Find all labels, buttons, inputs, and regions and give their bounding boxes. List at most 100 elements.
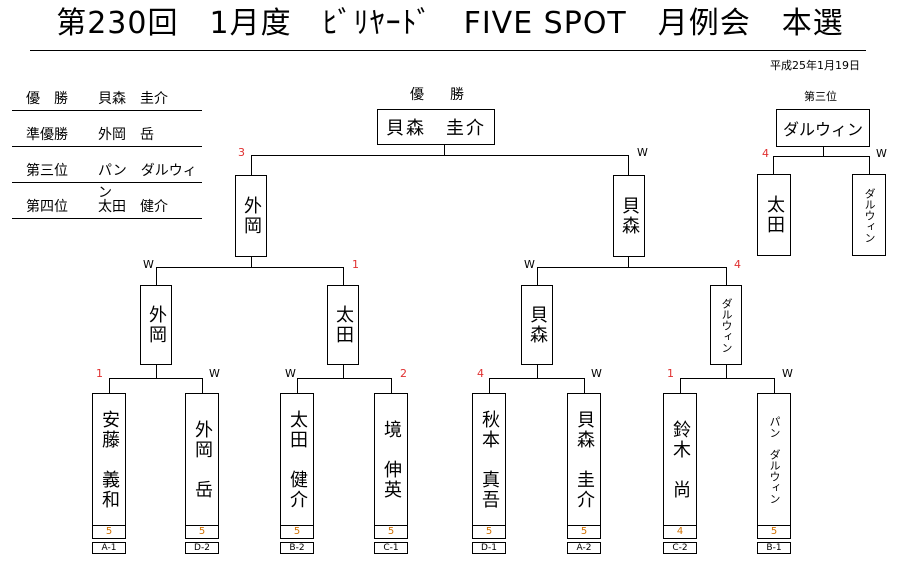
bracket-line — [109, 378, 203, 379]
finalist-right: 貝森 — [613, 175, 645, 257]
bracket-line — [537, 267, 727, 268]
bracket-line — [297, 378, 392, 379]
player-box: 貝森 圭介 — [567, 393, 601, 526]
result-value: パン ダルウィン — [98, 163, 197, 201]
bracket-line — [297, 378, 298, 393]
bracket-line — [726, 365, 727, 379]
result-label: 優 勝 — [26, 91, 68, 107]
bracket-line — [823, 147, 824, 157]
bracket-line — [156, 267, 344, 268]
semifinalist: ダルウィン — [710, 285, 742, 365]
seed-label: 5 — [185, 526, 219, 539]
bracket-line — [489, 378, 585, 379]
seed-label: 5 — [567, 526, 601, 539]
bracket-line — [251, 155, 252, 175]
win-mark: W — [285, 367, 296, 380]
bracket-line — [109, 378, 110, 393]
third-place-winner-box: ダルウィン — [776, 109, 870, 147]
win-mark: W — [876, 147, 887, 160]
score-mark: 1 — [96, 367, 103, 380]
score-mark: 4 — [734, 258, 741, 271]
draw-code: A-1 — [92, 542, 126, 554]
bracket-line — [628, 155, 629, 175]
result-label: 第四位 — [26, 199, 68, 215]
bracket-line — [773, 156, 774, 174]
result-label: 第三位 — [26, 163, 68, 179]
draw-code: D-1 — [472, 542, 506, 554]
semifinalist: 太田 — [327, 285, 359, 365]
third-place-header: 第三位 — [804, 90, 837, 103]
bracket-line — [343, 267, 344, 285]
result-row-third: 第三位 パン ダルウィン — [12, 160, 202, 201]
seed-label: 5 — [92, 526, 126, 539]
win-mark: W — [637, 146, 648, 159]
result-label: 準優勝 — [26, 127, 68, 143]
event-date: 平成25年1月19日 — [770, 59, 860, 72]
bracket-line — [680, 378, 775, 379]
bracket-line — [537, 267, 538, 285]
bracket-line — [869, 156, 870, 174]
semifinalist: 外岡 — [140, 285, 172, 365]
seed-label: 5 — [280, 526, 314, 539]
draw-code: A-2 — [567, 542, 601, 554]
finalist-left: 外岡 — [235, 175, 267, 257]
result-value: 太田 健介 — [98, 199, 168, 215]
bracket-line — [774, 378, 775, 393]
bracket-line — [251, 155, 629, 156]
champion-header: 優 勝 — [410, 87, 470, 103]
draw-code: C-1 — [374, 542, 408, 554]
bracket-line — [584, 378, 585, 393]
player-box: 安藤 義和 — [92, 393, 126, 526]
result-row-fourth: 第四位 太田 健介 — [12, 196, 202, 219]
bracket-line — [343, 365, 344, 379]
seed-label: 5 — [472, 526, 506, 539]
champion-box: 貝森 圭介 — [377, 109, 495, 145]
win-mark: W — [209, 367, 220, 380]
bracket-line — [628, 257, 629, 268]
bracket-line — [773, 156, 870, 157]
win-mark: W — [591, 367, 602, 380]
player-box: 秋本 真吾 — [472, 393, 506, 526]
bracket-line — [444, 145, 445, 156]
result-value: 外岡 岳 — [98, 127, 154, 143]
result-value: 貝森 圭介 — [98, 91, 168, 107]
draw-code: C-2 — [663, 542, 697, 554]
player-box: 境 伸英 — [374, 393, 408, 526]
draw-code: B-2 — [280, 542, 314, 554]
bracket-line — [251, 257, 252, 268]
player-box: 外岡 岳 — [185, 393, 219, 526]
draw-code: D-2 — [185, 542, 219, 554]
page-title: 第230回 1月度 ﾋﾞﾘﾔｰﾄﾞ FIVE SPOT 月例会 本選 — [56, 6, 844, 41]
bracket-line — [489, 378, 490, 393]
score-mark: 1 — [352, 258, 359, 271]
score-mark: 4 — [477, 367, 484, 380]
score-mark: 4 — [762, 147, 769, 160]
player-box: パン ダルウィン — [757, 393, 791, 526]
bracket-line — [680, 378, 681, 393]
third-place-player: 太田 — [757, 174, 791, 256]
bracket-line — [726, 267, 727, 285]
score-mark: 3 — [238, 146, 245, 159]
seed-label: 5 — [374, 526, 408, 539]
player-box: 鈴木 尚 — [663, 393, 697, 526]
seed-label: 4 — [663, 526, 697, 539]
bracket-line — [156, 365, 157, 379]
semifinalist: 貝森 — [521, 285, 553, 365]
bracket-line — [156, 267, 157, 285]
title-underline — [30, 50, 866, 51]
bracket-line — [537, 365, 538, 379]
player-box: 太田 健介 — [280, 393, 314, 526]
result-row-runner-up: 準優勝 外岡 岳 — [12, 124, 202, 147]
score-mark: 1 — [667, 367, 674, 380]
third-place-player: ダルウィン — [852, 174, 886, 256]
score-mark: 2 — [400, 367, 407, 380]
win-mark: W — [782, 367, 793, 380]
win-mark: W — [524, 258, 535, 271]
seed-label: 5 — [757, 526, 791, 539]
result-row-winner: 優 勝 貝森 圭介 — [12, 88, 202, 111]
draw-code: B-1 — [757, 542, 791, 554]
bracket-line — [391, 378, 392, 393]
bracket-line — [202, 378, 203, 393]
win-mark: W — [143, 258, 154, 271]
